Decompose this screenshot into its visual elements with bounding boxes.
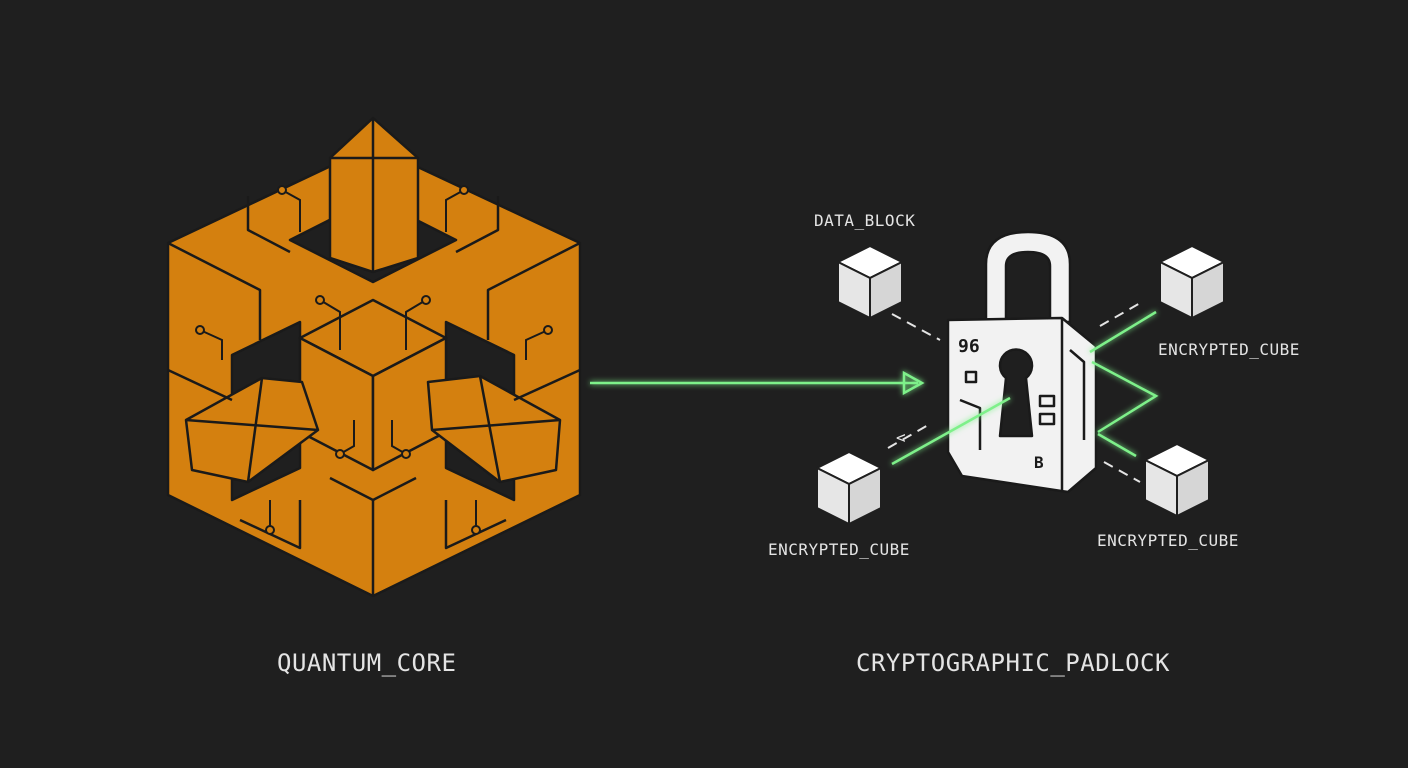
cube-icon: [816, 451, 882, 525]
node-label-encrypted-cube-bottom: ENCRYPTED_CUBE: [1097, 531, 1239, 550]
node-label-data-block: DATA_BLOCK: [814, 211, 916, 230]
cube-icon: [1144, 443, 1210, 517]
circuit-nodes: [195, 185, 553, 535]
node-label-encrypted-cube-left: ENCRYPTED_CUBE: [768, 540, 910, 559]
cube-icon: [1159, 245, 1225, 319]
padlock-glyph-b: B: [1034, 453, 1044, 472]
link-arrow: [590, 370, 925, 396]
padlock-icon: [946, 230, 1098, 494]
dashed-links: [887, 301, 1143, 483]
encryption-links: [891, 310, 1159, 466]
arrow-glyph: <: [896, 428, 906, 447]
padlock-glyph-96: 96: [958, 336, 980, 357]
padlock-label: CRYPTOGRAPHIC_PADLOCK: [856, 649, 1170, 677]
core-label: QUANTUM_CORE: [277, 649, 457, 677]
node-label-encrypted-cube-right: ENCRYPTED_CUBE: [1158, 340, 1300, 359]
cube-icon: [837, 245, 903, 319]
circuit-cube-icon: [166, 116, 582, 598]
